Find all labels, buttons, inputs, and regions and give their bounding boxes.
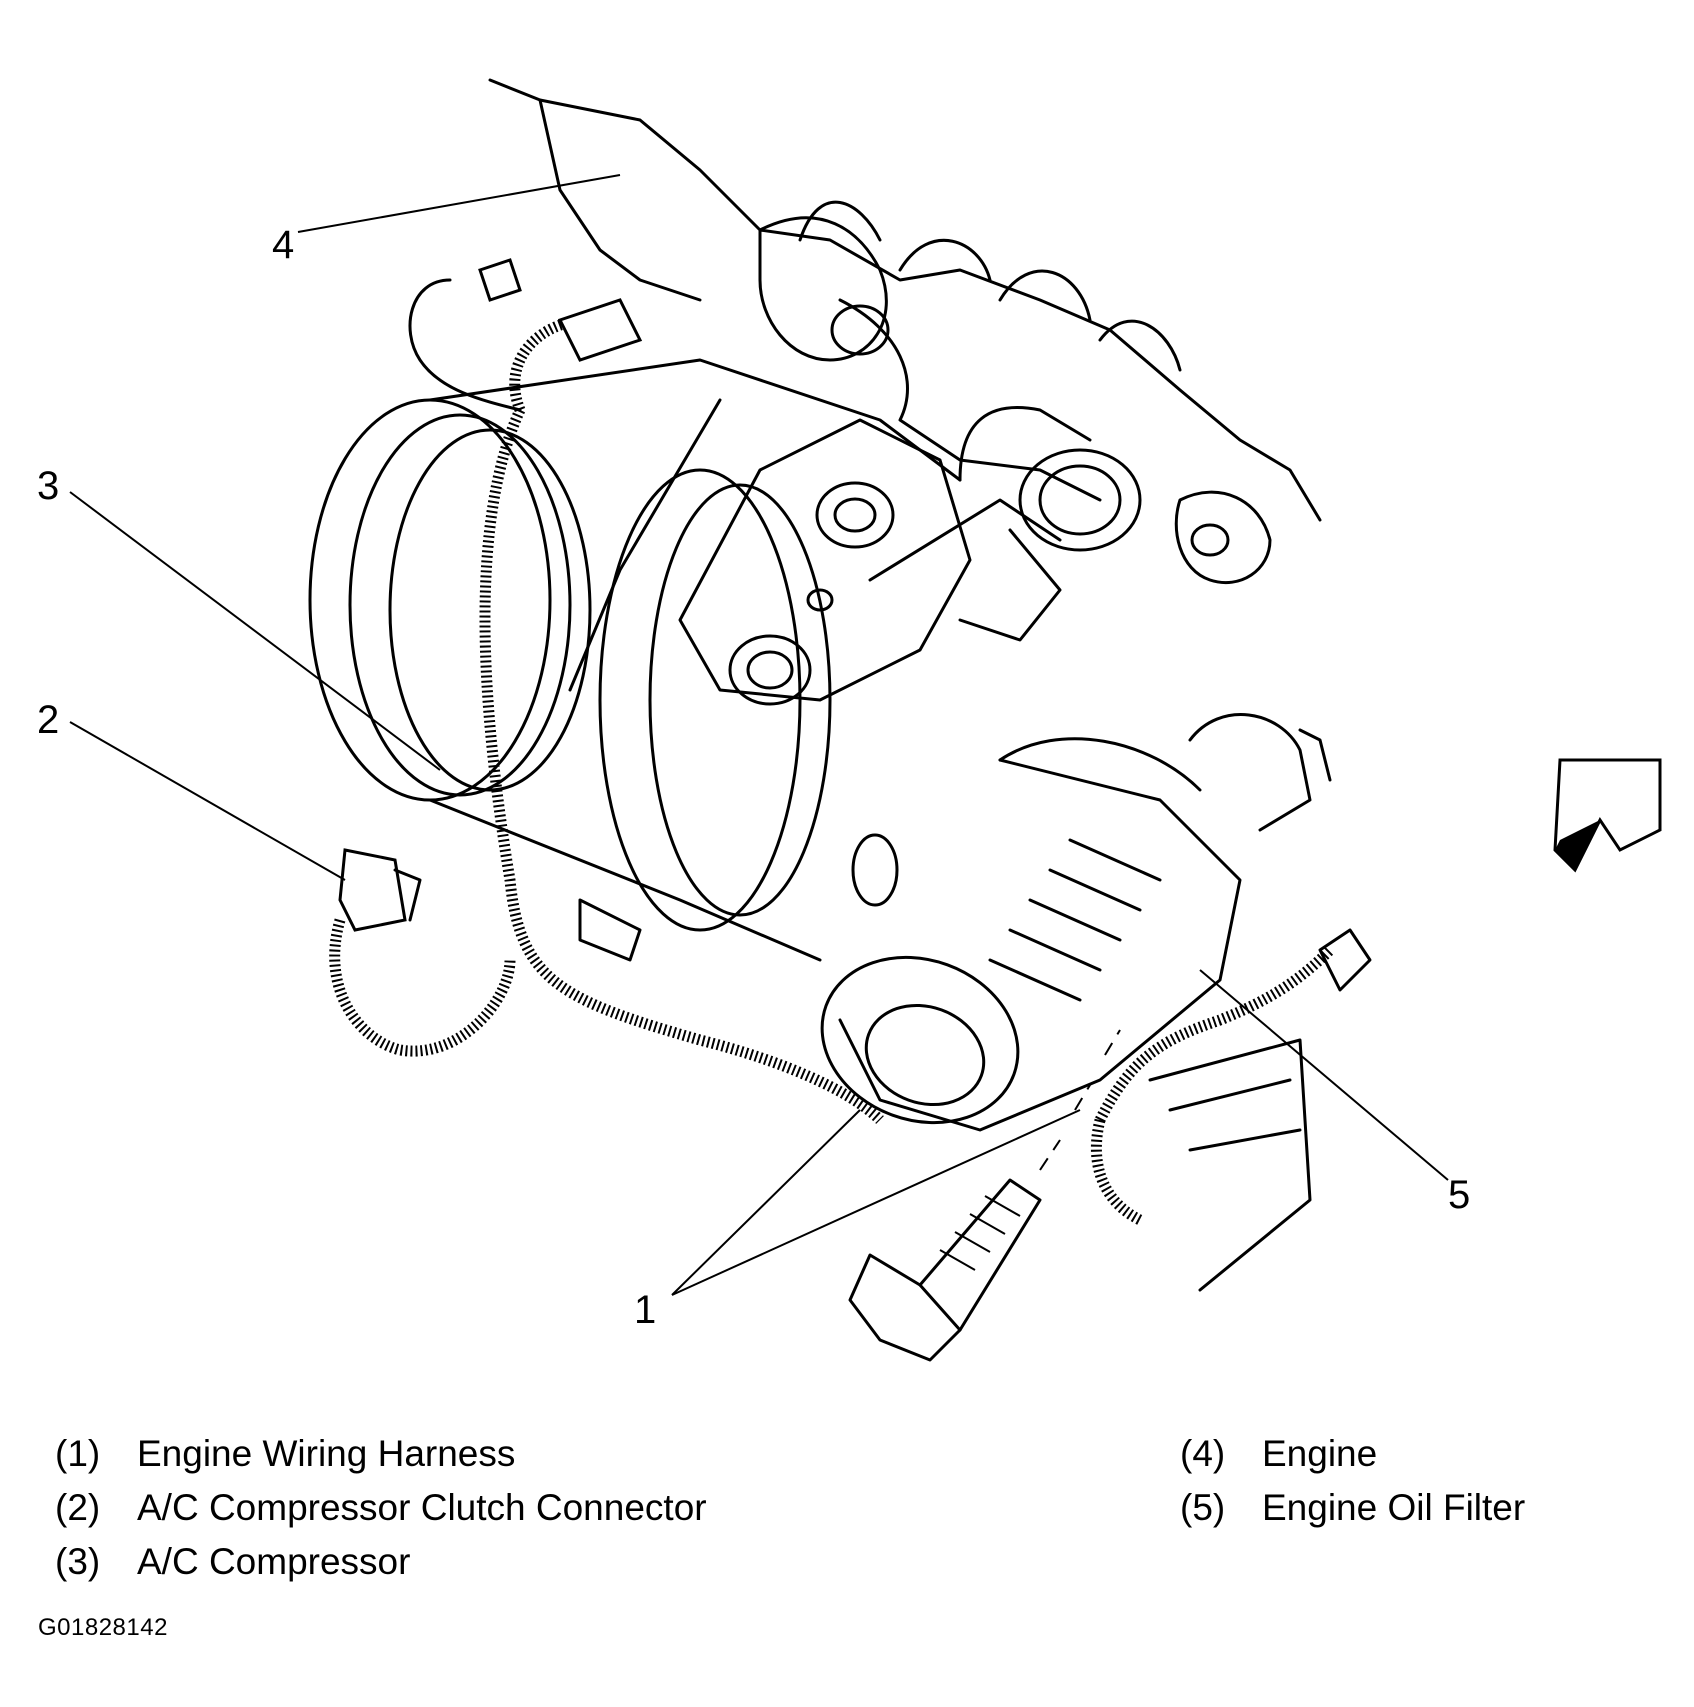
legend-label: A/C Compressor Clutch Connector: [137, 1487, 707, 1528]
legend-number: (2): [55, 1487, 101, 1528]
callout-5: 5: [1448, 1173, 1471, 1217]
line-drawing: [69, 78, 1662, 1362]
leader-line-2: [69, 721, 346, 881]
leader-line-1b: [671, 1109, 1081, 1296]
legend-item-5: (5) Engine Oil Filter: [1180, 1489, 1525, 1526]
leader-line-4: [297, 174, 621, 233]
legend-number: (4): [1180, 1433, 1226, 1474]
bolt: [848, 1029, 1121, 1362]
legend-item-3: (3) A/C Compressor: [55, 1543, 410, 1580]
direction-arrow: [1553, 758, 1662, 873]
engine-wiring-harness: [329, 314, 1372, 1225]
callout-1: 1: [634, 1288, 657, 1332]
harness-connector-top: [408, 258, 643, 412]
legend-item-4: (4) Engine: [1180, 1435, 1377, 1472]
ac-compressor: [308, 358, 1142, 962]
leader-lines: [69, 174, 1449, 1296]
legend-label: Engine: [1262, 1433, 1378, 1474]
legend-number: (1): [55, 1433, 101, 1474]
figure-id: G01828142: [38, 1614, 168, 1641]
legend-label: Engine Oil Filter: [1262, 1487, 1526, 1528]
legend-label: Engine Wiring Harness: [137, 1433, 516, 1474]
leader-line-1a: [671, 1109, 861, 1296]
legend-item-1: (1) Engine Wiring Harness: [55, 1435, 515, 1472]
legend-item-2: (2) A/C Compressor Clutch Connector: [55, 1489, 707, 1526]
callout-3: 3: [37, 464, 60, 508]
legend-label: A/C Compressor: [137, 1541, 411, 1582]
callout-4: 4: [272, 223, 295, 267]
engine-block: [488, 78, 1322, 585]
callout-2: 2: [37, 698, 60, 742]
legend-number: (3): [55, 1541, 101, 1582]
leader-line-3: [69, 491, 441, 771]
ac-clutch-connector: [338, 848, 422, 932]
oil-filter: [820, 713, 1332, 1132]
frame-lower-right: [1148, 1038, 1312, 1292]
legend-number: (5): [1180, 1487, 1226, 1528]
leader-line-5: [1199, 969, 1449, 1181]
